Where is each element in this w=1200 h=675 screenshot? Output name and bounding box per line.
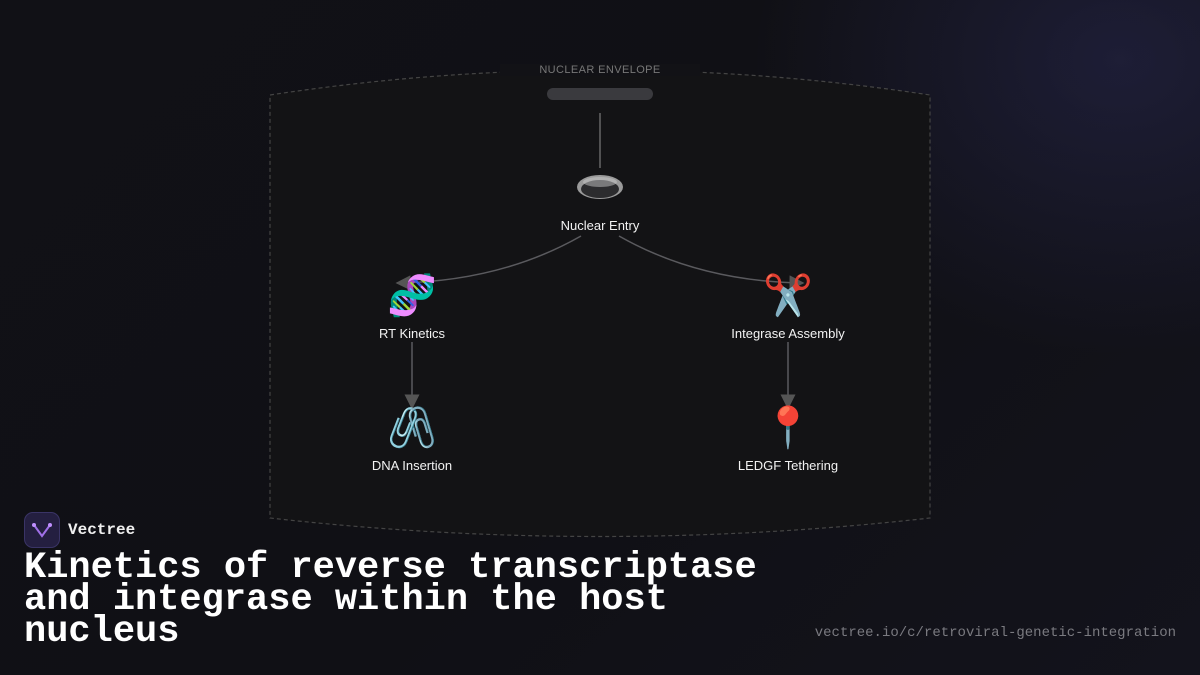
node-dna-insertion[interactable]: 🖇️ DNA Insertion — [312, 404, 512, 473]
node-label: Integrase Assembly — [731, 326, 845, 341]
node-integrase-assembly[interactable]: ✂️ Integrase Assembly — [688, 272, 888, 341]
node-rt-kinetics[interactable]: 🧬 RT Kinetics — [312, 272, 512, 341]
paperclips-icon: 🖇️ — [387, 405, 437, 451]
nucleus-boundary — [269, 69, 931, 538]
nuclear-pore-bar — [547, 88, 653, 100]
pore-icon — [500, 164, 700, 212]
node-label: LEDGF Tethering — [737, 458, 839, 473]
brand[interactable]: Vectree — [24, 512, 135, 548]
page-title: Kinetics of reverse transcriptase and in… — [24, 547, 757, 653]
pushpin-icon: 📍 — [763, 405, 813, 451]
node-ledgf-tethering[interactable]: 📍 LEDGF Tethering — [688, 404, 888, 473]
node-label: Nuclear Entry — [560, 218, 640, 233]
scissors-icon: ✂️ — [763, 273, 813, 319]
node-label: RT Kinetics — [379, 326, 445, 341]
dna-icon: 🧬 — [387, 273, 437, 319]
node-label: DNA Insertion — [371, 458, 453, 473]
nuclear-envelope-label: NUCLEAR ENVELOPE — [500, 64, 700, 76]
edge-entry-to-integrase-assembly — [618, 235, 805, 291]
node-nuclear-entry[interactable]: Nuclear Entry — [500, 164, 700, 233]
page-url[interactable]: vectree.io/c/retroviral-genetic-integrat… — [814, 625, 1176, 641]
edge-entry-to-rt-kinetics — [395, 235, 582, 291]
vectree-logo-icon — [24, 512, 60, 548]
brand-name: Vectree — [68, 521, 136, 539]
